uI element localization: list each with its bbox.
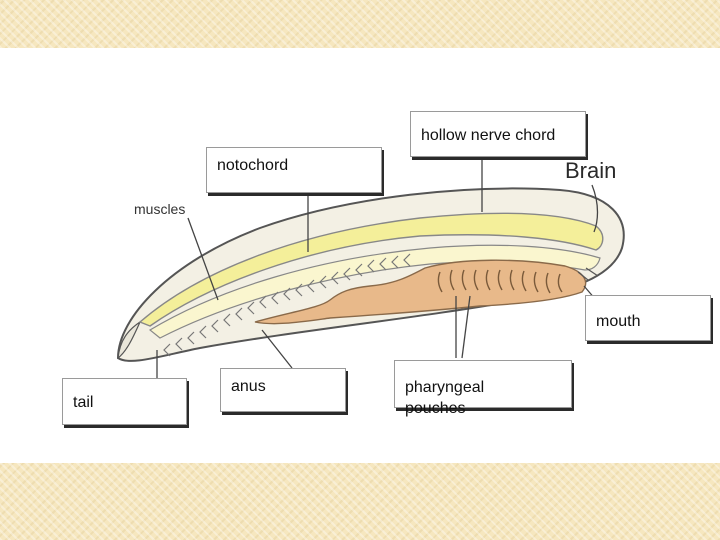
muscle-chevrons <box>163 253 411 357</box>
hollow-nerve-chord-label: hollow nerve chord <box>410 111 586 157</box>
leader-lines <box>156 158 599 378</box>
decorative-top-band <box>0 0 720 48</box>
notochord-text: notochord <box>217 157 289 174</box>
pharyngeal-pouches-text: pharyngeal pouches <box>405 379 485 417</box>
mouth-text: mouth <box>596 313 641 330</box>
mouth-label: mouth <box>585 295 711 341</box>
pharyngeal-pouches-label: pharyngeal pouches <box>394 360 572 417</box>
tail-label: tail <box>62 378 187 425</box>
decorative-bottom-band <box>0 463 720 540</box>
anus-text: anus <box>231 378 266 395</box>
tail-text: tail <box>73 394 94 411</box>
brain-label: Brain <box>565 158 617 183</box>
nerve-chord-shape <box>138 212 604 327</box>
muscles-label: muscles <box>134 201 186 217</box>
oral-cirri <box>577 267 599 281</box>
gill-slits <box>437 269 563 294</box>
hollow-nerve-chord-text: hollow nerve chord <box>421 127 556 144</box>
notochord-shape <box>148 244 601 339</box>
gut-shape <box>254 259 587 325</box>
anus-label: anus <box>220 368 346 412</box>
notochord-label: notochord <box>206 147 382 193</box>
